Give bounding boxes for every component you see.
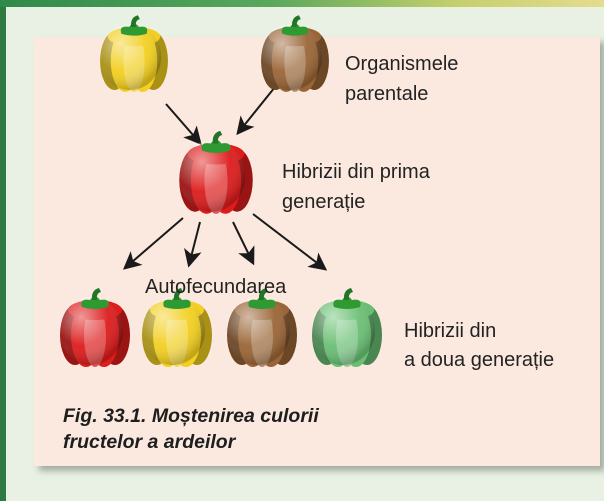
f2-label-line1: Hibrizii din bbox=[404, 320, 497, 342]
figure-caption-line1: Fig. 33.1. Moștenirea culorii bbox=[63, 405, 319, 427]
f2-label-line2: a doua generație bbox=[404, 349, 555, 371]
parents-label-line2: parentale bbox=[345, 83, 429, 105]
pepper-red-f2 bbox=[59, 288, 130, 367]
pepper-yellow-parent bbox=[99, 15, 168, 92]
f1-label-line1: Hibrizii din prima bbox=[282, 161, 430, 183]
arrows-f1-to-f2 bbox=[122, 213, 328, 271]
arrow-from-yellow-parent bbox=[165, 103, 202, 146]
f1-label-line2: generație bbox=[282, 191, 366, 213]
pepper-red-f1 bbox=[178, 130, 253, 214]
figure-caption-line2: fructelor a ardeilor bbox=[63, 431, 236, 453]
pepper-yellow-f2 bbox=[141, 288, 212, 367]
parents-label-line1: Organismele bbox=[345, 53, 459, 75]
pepper-brown-parent bbox=[260, 15, 329, 92]
selfing-label: Autofecundarea bbox=[145, 276, 287, 298]
arrow-to-f2-2 bbox=[184, 221, 202, 268]
arrow-to-f2-3 bbox=[232, 221, 255, 266]
arrow-to-f2-4 bbox=[252, 213, 328, 271]
arrow-from-brown-parent bbox=[236, 86, 276, 136]
top-accent-bar bbox=[0, 0, 604, 7]
pepper-brown-f2 bbox=[226, 288, 297, 367]
pepper-green-f2 bbox=[311, 288, 382, 367]
arrows-parents-to-f1 bbox=[165, 86, 276, 146]
arrow-to-f2-1 bbox=[122, 217, 184, 270]
